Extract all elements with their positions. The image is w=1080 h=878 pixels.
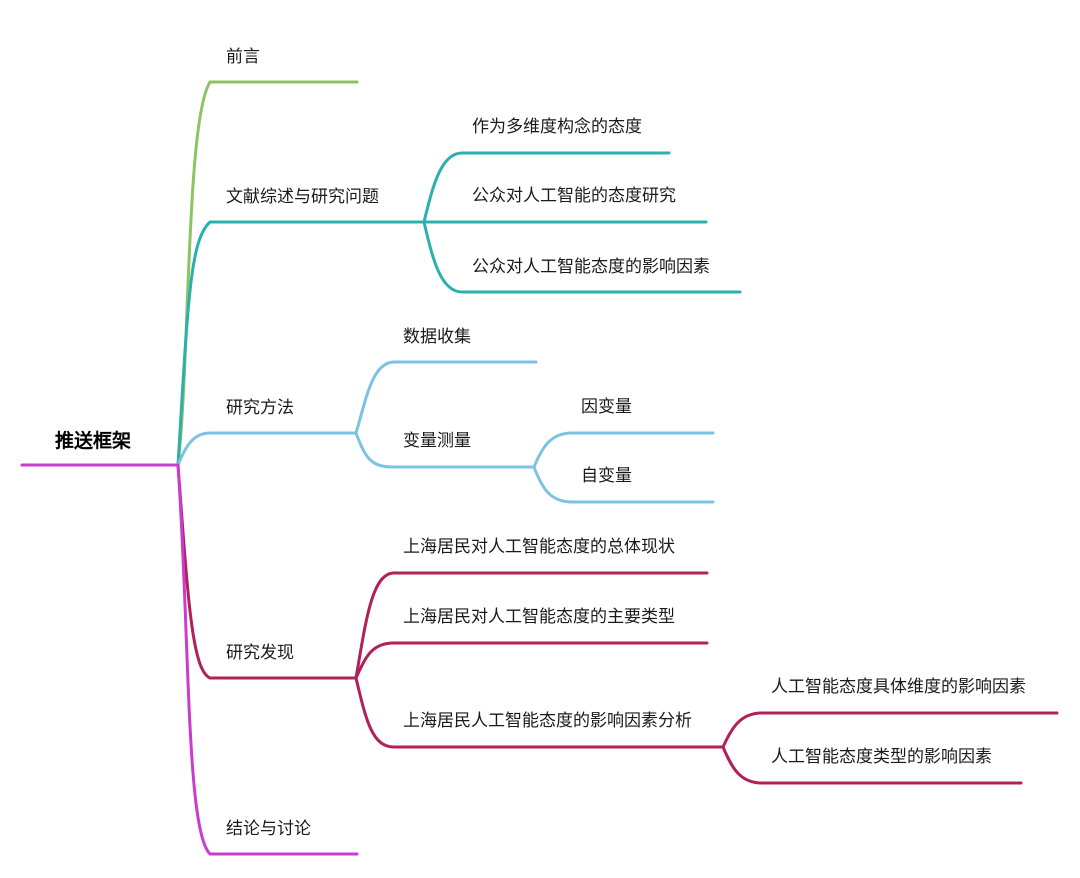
connector-independent — [532, 465, 715, 504]
connector-dependent — [532, 431, 715, 469]
node-label-dependent: 因变量 — [581, 397, 632, 417]
connector-factors — [354, 676, 725, 749]
branch-label-findings: 研究发现 — [226, 643, 294, 663]
connector-methods — [176, 431, 358, 467]
connector-types — [354, 641, 709, 680]
node-label-data-collection: 数据收集 — [403, 327, 471, 347]
node-label-types: 上海居民对人工智能态度的主要类型 — [403, 607, 675, 627]
node-label-measurement: 变量测量 — [403, 431, 471, 451]
root-label: 推送框架 — [55, 429, 131, 452]
node-label-factors-type: 人工智能态度类型的影响因素 — [771, 747, 992, 767]
connector-conclusion — [176, 463, 359, 856]
node-label-lit-3: 公众对人工智能态度的影响因素 — [472, 257, 710, 277]
connector-measurement — [354, 431, 536, 469]
node-label-factors: 上海居民人工智能态度的影响因素分析 — [403, 711, 692, 731]
branch-label-preface: 前言 — [226, 47, 260, 67]
branch-label-conclusion: 结论与讨论 — [226, 819, 311, 839]
connector-factors-type — [721, 745, 1023, 785]
connector-lit-3 — [422, 220, 742, 294]
node-label-overall: 上海居民对人工智能态度的总体现状 — [403, 537, 675, 557]
node-label-lit-1: 作为多维度构念的态度 — [472, 116, 642, 137]
connector-factors-dim — [721, 711, 1059, 749]
node-label-independent: 自变量 — [581, 466, 632, 486]
connector-literature — [176, 220, 426, 467]
node-label-factors-dim: 人工智能态度具体维度的影响因素 — [771, 677, 1026, 697]
branch-label-methods: 研究方法 — [226, 398, 294, 418]
connector-data-collection — [354, 360, 538, 435]
node-label-lit-2: 公众对人工智能的态度研究 — [472, 186, 676, 206]
connector-lit-1 — [422, 151, 671, 224]
branch-label-literature: 文献综述与研究问题 — [226, 187, 379, 207]
connector-overall — [354, 571, 709, 680]
